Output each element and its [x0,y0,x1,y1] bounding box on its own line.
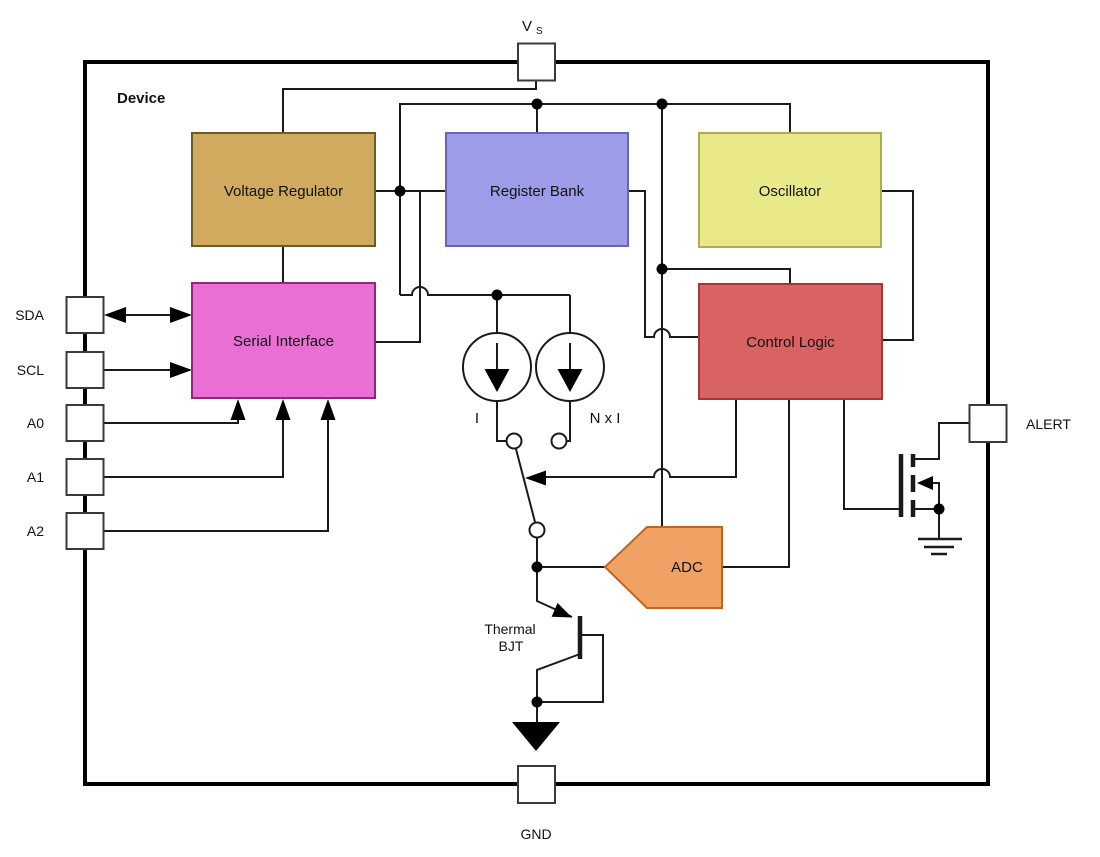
wire-regbank-to-ctrl-logic [628,190,699,338]
labels: Device V S GND ALERT SDA SCL A0 A1 A2 I … [15,18,1071,842]
pin-a1-label: A1 [27,469,44,485]
pin-a0 [65,404,105,442]
block-voltage-regulator-label: Voltage Regulator [224,183,343,200]
junction-dot [531,98,543,110]
gnd-current-arrow-icon [512,722,560,751]
sda-left-arrow-icon [104,307,126,323]
wires [103,80,970,722]
switch-contact-nxi [550,432,568,450]
pin-vs-label-sub: S [536,26,543,37]
block-oscillator-label: Oscillator [759,183,822,200]
junction-dot [656,263,668,275]
wire-ctrl-to-mosfet-gate [843,399,901,510]
switch-pole [528,521,546,539]
mosfet-body-arrow-icon [917,476,933,490]
block-serial-interface-label: Serial Interface [233,333,334,350]
pin-sda-label: SDA [15,307,44,323]
junction-dot [394,185,406,197]
current-source-i-arrow-icon [484,369,510,392]
current-source-i-label: I [475,410,479,427]
wire-current-source-rail [400,286,571,333]
wire-ctrl-to-adc [722,399,790,568]
thermal-bjt-label-line1: Thermal [484,621,535,637]
wire-nxisrc-to-switch [567,401,571,442]
pin-a2 [65,512,105,550]
current-sources [462,332,605,402]
wire-bjt-collector [536,653,581,702]
junction-dot [491,289,503,301]
wire-a0 [103,419,239,424]
block-serial-interface [191,282,376,399]
block-voltage-regulator [191,132,376,247]
block-oscillator [698,132,882,248]
block-adc [603,526,723,609]
switch-select-arrow-icon [525,470,546,486]
pin-a1 [65,458,105,496]
sda-right-arrow-icon [170,307,192,323]
current-source-nxi-arrow-icon [557,369,583,392]
junction-dot [531,561,543,573]
block-register-bank-label: Register Bank [490,183,585,200]
block-register-bank [445,132,629,247]
pin-alert [968,404,1008,443]
block-control-logic-label: Control Logic [746,334,835,351]
device-label: Device [117,90,165,107]
block-adc-label: ADC [671,559,703,576]
wire-supply-rail [399,103,791,295]
a0-arrow-icon [230,399,246,420]
thermal-bjt-label-line2: BJT [499,638,524,654]
pin-gnd [517,765,556,804]
wire-supply-to-ctrl-logic [662,268,791,284]
wire-isrc-to-switch [496,401,506,442]
alert-mosfet [898,454,962,556]
switch-arm [515,448,536,523]
scl-arrow-icon [170,362,192,378]
pin-a2-label: A2 [27,523,44,539]
pin-sda [65,296,105,334]
a2-arrow-icon [320,399,336,420]
junction-dot [531,696,543,708]
pin-gnd-label: GND [520,826,551,842]
pin-alert-label: ALERT [1026,416,1071,432]
pin-scl-label: SCL [17,362,44,378]
pin-a0-label: A0 [27,415,44,431]
bjt-emitter-arrow-icon [551,603,572,618]
current-source-nxi-label: N x I [590,410,621,427]
pin-vs [517,42,556,82]
wire-mosfet-body [933,482,940,509]
pins [65,42,1008,804]
wire-a2 [103,419,329,532]
wire-osc-to-ctrl-logic [881,190,914,341]
wire-vs-to-vreg [282,80,537,133]
block-control-logic [698,283,883,400]
a1-arrow-icon [275,399,291,420]
junction-dots [394,98,945,708]
wire-ctrl-to-switch-select [546,399,737,478]
wire-bjt-base-loop [542,634,604,703]
wire-serial-to-regbank-rail [375,191,421,343]
blocks: Voltage Regulator Register Bank Oscillat… [191,132,883,609]
junction-dot [656,98,668,110]
wire-a1 [103,419,284,478]
wire-drain-to-alert [915,422,970,460]
switch-contact-i [505,432,523,450]
junction-dot [933,503,945,515]
pin-scl [65,351,105,389]
arrowheads [104,307,572,751]
pin-vs-label: V [522,18,532,35]
analog-switch [505,432,568,539]
